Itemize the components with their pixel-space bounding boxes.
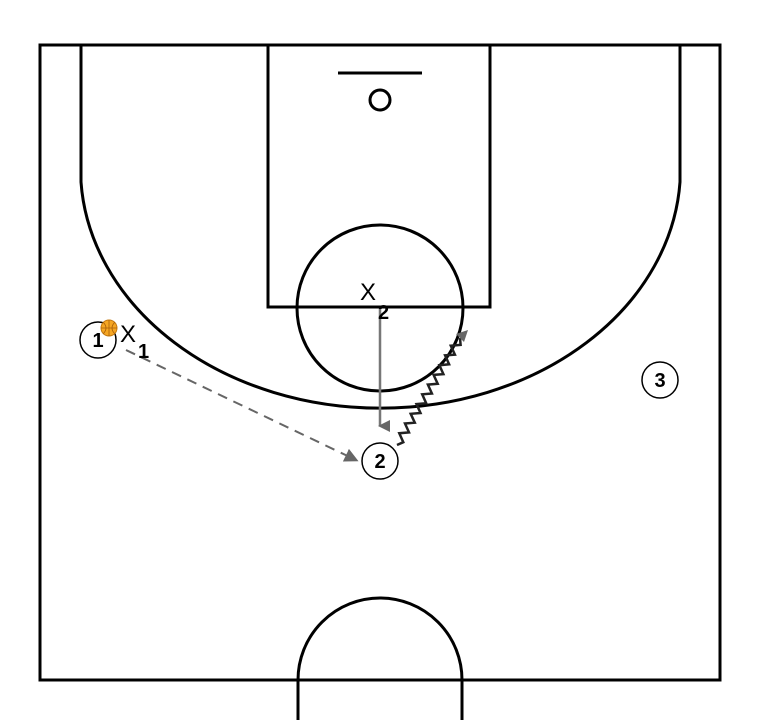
- player-3-label: 3: [654, 370, 665, 392]
- defender-x2[interactable]: X 2: [360, 279, 389, 324]
- dribble-path: [396, 330, 468, 447]
- player-1-label: 1: [92, 330, 103, 352]
- offense-player-2[interactable]: 2: [361, 442, 399, 480]
- hoop: [368, 88, 392, 112]
- offense-player-3[interactable]: 3: [641, 361, 679, 399]
- defender-x1-mark: X: [120, 321, 136, 348]
- basketball-icon: [100, 319, 118, 337]
- pass-arrow: [125, 349, 359, 462]
- defender-x2-sub: 2: [378, 302, 389, 324]
- defender-x1-sub: 1: [138, 341, 149, 363]
- player-2-label: 2: [374, 451, 385, 473]
- defender-x2-mark: X: [360, 279, 376, 306]
- paint-lane: [266, 43, 492, 309]
- center-circle: [296, 596, 464, 720]
- defender-x1[interactable]: X 1: [120, 321, 149, 363]
